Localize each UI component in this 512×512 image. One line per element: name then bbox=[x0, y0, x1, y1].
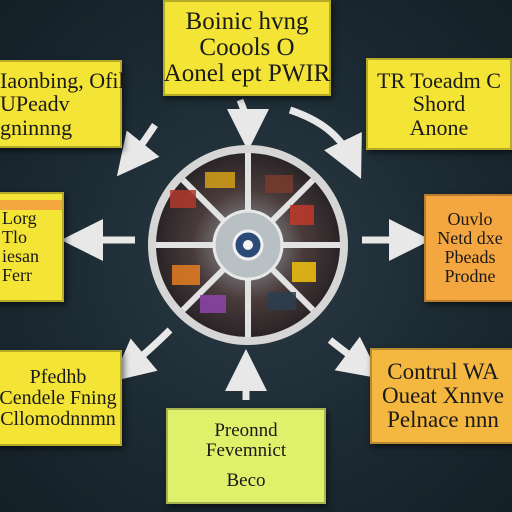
card-left: Lorg Tlo iesan Ferr bbox=[0, 192, 64, 302]
card-stripe bbox=[0, 200, 62, 210]
arrow-top-left bbox=[116, 123, 160, 177]
card-line: iesan bbox=[2, 246, 39, 266]
card-line: Anone bbox=[409, 114, 469, 140]
card-line: Fevemnict bbox=[205, 440, 287, 462]
card-line: Contrul WA bbox=[387, 358, 499, 384]
card-line: Netd dxe bbox=[437, 228, 503, 249]
card-line: Aonel ept PWIR bbox=[163, 60, 331, 88]
card-top-left: Iaonbing, Ofil UPeadv gninnng bbox=[0, 60, 125, 148]
card-right: Ouvlo Netd dxe Pbeads Prodne bbox=[424, 194, 512, 302]
card-top: Boinic hvng Coools O Aonel ept PWIR bbox=[163, 0, 331, 96]
card-line: Ferr bbox=[2, 264, 32, 285]
card-line: Ouvlo bbox=[447, 209, 493, 230]
arrow-bottom-right bbox=[327, 336, 381, 379]
card-line: Boinic hvng bbox=[185, 7, 309, 35]
roulette-wheel-icon bbox=[148, 145, 348, 345]
card-line: gninnng bbox=[0, 114, 73, 140]
arrow-top-right bbox=[288, 106, 362, 179]
card-line: Preonnd bbox=[214, 420, 278, 442]
arrow-top bbox=[226, 98, 269, 151]
card-line: TR Toeadm C bbox=[377, 68, 501, 94]
card-bottom-left: Pfedhb Cendele Fning Cllomodnnmn bbox=[0, 350, 122, 446]
card-line: Iaonbing, Ofil bbox=[0, 68, 125, 94]
card-line: Pbeads bbox=[444, 247, 496, 267]
card-line: Pelnace nnn bbox=[387, 407, 499, 433]
card-line: Cllomodnnmn bbox=[0, 407, 116, 430]
card-bottom-right: Contrul WA Oueat Xnnve Pelnace nnn bbox=[370, 348, 512, 444]
card-line: Shord bbox=[412, 91, 466, 117]
card-line: Lorg bbox=[2, 208, 37, 229]
card-line: UPeadv bbox=[0, 91, 70, 117]
card-line: Beco bbox=[226, 469, 266, 491]
card-line: Prodne bbox=[444, 265, 496, 286]
card-line: Cendele Fning bbox=[0, 386, 117, 409]
card-line: Oueat Xnnve bbox=[382, 382, 504, 408]
card-line: Tlo bbox=[2, 227, 27, 248]
card-top-right: TR Toeadm C Shord Anone bbox=[366, 58, 512, 150]
card-bottom: Preonnd Fevemnict Beco bbox=[166, 408, 326, 504]
arrow-bottom-left bbox=[111, 327, 173, 382]
card-line: Coools O bbox=[199, 33, 295, 61]
card-line: Pfedhb bbox=[29, 365, 87, 388]
